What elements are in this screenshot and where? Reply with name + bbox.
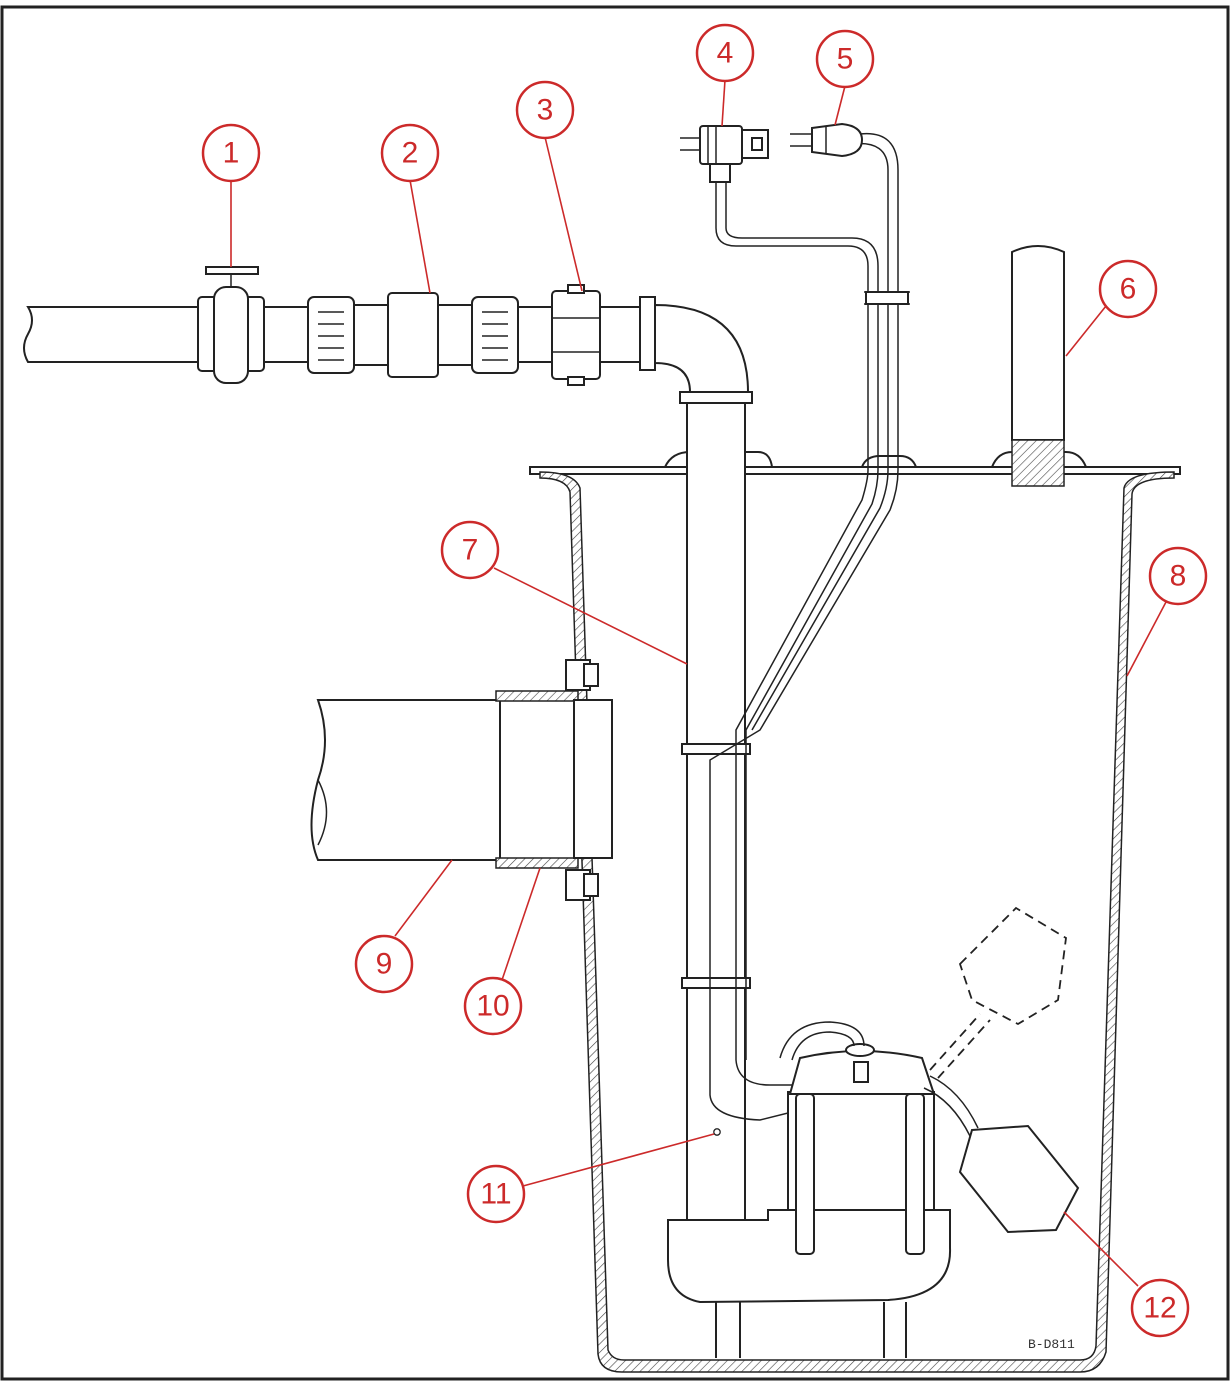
leader-line-8 xyxy=(1126,601,1167,677)
callout-label-12: 12 xyxy=(1143,1292,1176,1325)
piggyback-plug xyxy=(680,125,769,183)
callout-label-4: 4 xyxy=(717,37,734,70)
callout-label-9: 9 xyxy=(376,948,393,981)
vent-pipe xyxy=(1011,245,1065,487)
leader-line-3 xyxy=(544,136,583,292)
inlet-hub xyxy=(495,659,613,901)
check-valve xyxy=(307,292,519,378)
callout-label-10: 10 xyxy=(476,990,509,1023)
callout-2: 2 xyxy=(380,123,440,183)
callout-label-7: 7 xyxy=(462,534,479,567)
float-switch xyxy=(923,906,1080,1234)
leader-line-4 xyxy=(721,79,726,127)
callout-label-6: 6 xyxy=(1120,273,1137,306)
callout-12: 12 xyxy=(1130,1278,1190,1338)
basin-cover xyxy=(529,451,1181,475)
callout-10: 10 xyxy=(463,976,523,1036)
pump-power-plug xyxy=(790,122,864,158)
weep-hole xyxy=(713,1128,721,1136)
vertical-discharge-pipe xyxy=(679,391,753,1224)
leader-line-2 xyxy=(409,179,431,294)
callout-1: 1 xyxy=(201,123,261,183)
callout-label-5: 5 xyxy=(837,43,854,76)
leader-line-6 xyxy=(1065,305,1107,357)
callout-9: 9 xyxy=(354,934,414,994)
callout-label-1: 1 xyxy=(223,137,240,170)
callout-11: 11 xyxy=(466,1164,526,1224)
basin xyxy=(539,471,1175,1373)
inlet-pipe xyxy=(310,699,501,861)
callout-label-3: 3 xyxy=(537,94,554,127)
callout-label-11: 11 xyxy=(480,1178,511,1211)
leader-line-12 xyxy=(1063,1211,1139,1287)
drawing-frame xyxy=(0,5,1230,1381)
leader-line-7 xyxy=(493,567,688,665)
sump-pump xyxy=(667,1021,952,1358)
leader-line-9 xyxy=(394,859,453,937)
gate-valve xyxy=(197,266,265,384)
callout-4: 4 xyxy=(695,23,755,83)
callout-label-8: 8 xyxy=(1170,560,1187,593)
callout-7: 7 xyxy=(440,520,500,580)
discharge-elbow xyxy=(639,296,750,393)
drawing-code: B-D811 xyxy=(1028,1337,1075,1352)
pipe-union xyxy=(551,284,601,386)
leader-line-5 xyxy=(834,85,846,126)
callout-5: 5 xyxy=(815,29,875,89)
callout-label-2: 2 xyxy=(402,137,419,170)
leader-line-11 xyxy=(522,1133,715,1187)
callout-6: 6 xyxy=(1098,259,1158,319)
callout-3: 3 xyxy=(515,80,575,140)
leader-line-10 xyxy=(501,867,541,981)
callout-8: 8 xyxy=(1148,546,1208,606)
power-cords xyxy=(709,132,910,1121)
